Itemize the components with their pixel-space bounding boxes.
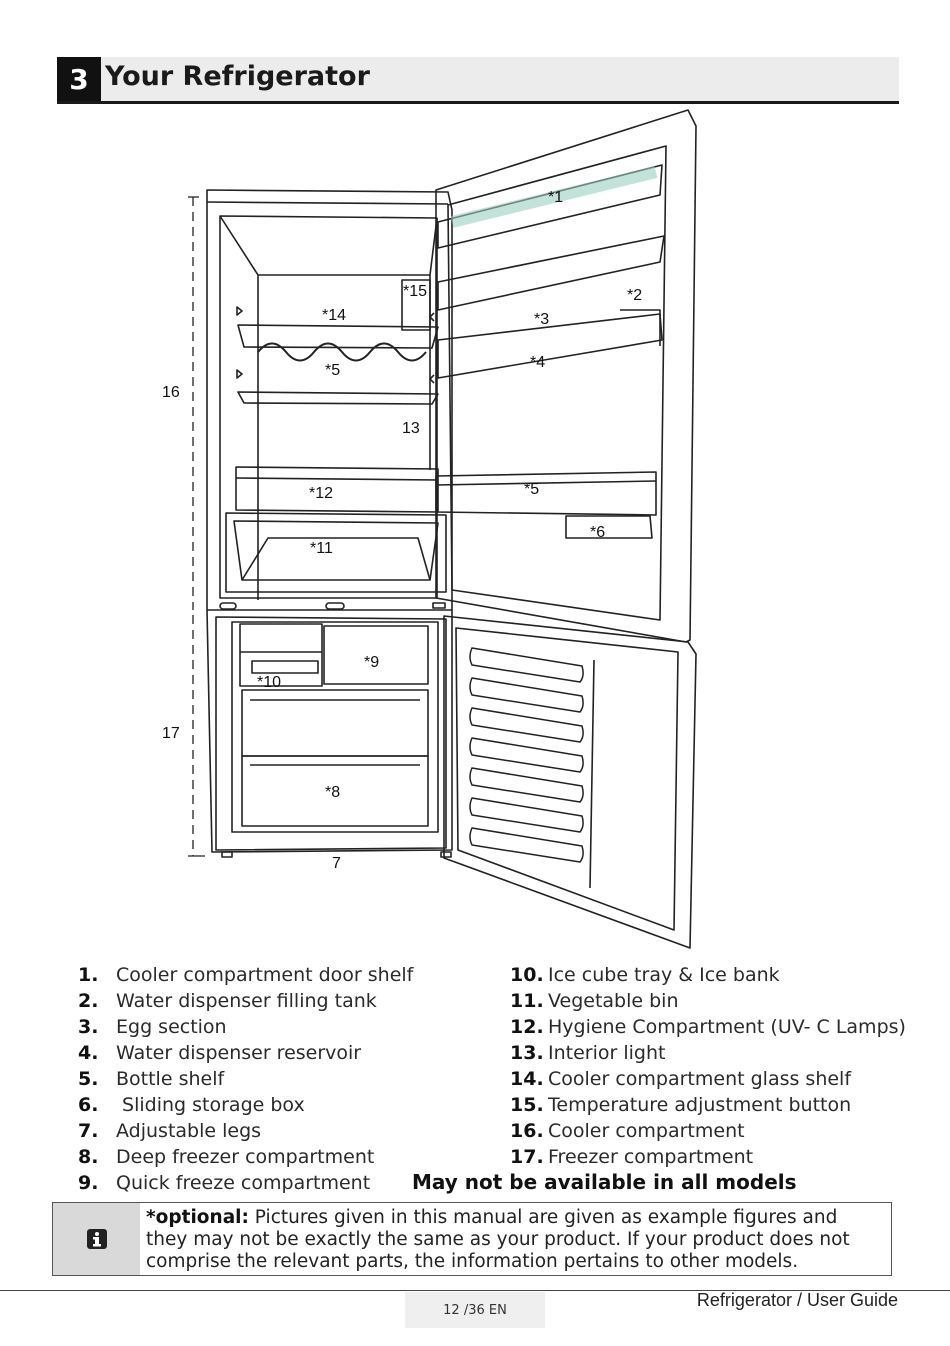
list-item: 16.Cooler compartment — [510, 1120, 745, 1142]
note-body: Pictures given in this manual are given … — [146, 1207, 850, 1272]
section-title: Your Refrigerator — [105, 61, 370, 92]
list-item: 4.Water dispenser reservoir — [78, 1042, 362, 1064]
label-9: *9 — [364, 654, 379, 671]
list-item: 5.Bottle shelf — [78, 1068, 225, 1090]
label-1: *1 — [548, 189, 563, 206]
section-header: 3 Your Refrigerator — [57, 57, 899, 104]
label-7: 7 — [332, 855, 341, 872]
list-item: 3.Egg section — [78, 1016, 227, 1038]
glass-shelf — [237, 324, 439, 349]
label-16: 16 — [162, 384, 180, 401]
bottle-shelf — [435, 471, 657, 516]
freezer-drawers — [231, 621, 439, 833]
freezer-interior — [215, 616, 447, 851]
info-icon — [86, 1229, 107, 1249]
egg-section — [437, 235, 665, 311]
list-item: 17.Freezer compartment — [510, 1146, 754, 1168]
label-5-door: *5 — [524, 481, 539, 498]
list-item: 14.Cooler compartment glass shelf — [510, 1068, 852, 1090]
document-name: Refrigerator / User Guide — [696, 1290, 898, 1310]
note-icon-cell — [53, 1203, 140, 1275]
interior-light-housing — [401, 279, 431, 331]
label-10: *10 — [257, 674, 281, 691]
list-item: 8.Deep freezer compartment — [78, 1146, 375, 1168]
list-item: 2.Water dispenser filling tank — [78, 990, 377, 1012]
label-3: *3 — [534, 311, 549, 328]
list-item: 1.Cooler compartment door shelf — [78, 964, 414, 986]
water-reservoir — [437, 313, 663, 379]
list-item: 7.Adjustable legs — [78, 1120, 262, 1142]
label-6: *6 — [590, 524, 605, 541]
label-5-shelf: *5 — [325, 362, 340, 379]
label-13: 13 — [402, 420, 420, 437]
page-number: 12 /36 EN — [405, 1292, 545, 1328]
ice-cube-tray — [239, 623, 323, 687]
cooler-door — [435, 109, 697, 643]
optional-note: *optional: Pictures given in this manual… — [52, 1202, 892, 1276]
label-17: 17 — [162, 725, 180, 742]
parts-list-left: 1.Cooler compartment door shelf 2.Water … — [78, 962, 413, 1196]
list-item: 13.Interior light — [510, 1042, 666, 1064]
availability-note: May not be available in all models — [412, 1170, 797, 1194]
freezer-drawer-lower — [241, 755, 429, 827]
list-item: 10.Ice cube tray & Ice bank — [510, 964, 780, 986]
refrigerator-illustration: *1 *2 *3 *4 *5 *5 *6 7 *8 *9 *10 *11 *12… — [162, 109, 697, 949]
label-15: *15 — [403, 283, 427, 300]
parts-list-right: 10.Ice cube tray & Ice bank 11.Vegetable… — [510, 962, 906, 1170]
label-4: *4 — [530, 354, 545, 371]
label-14: *14 — [322, 307, 346, 324]
freezer-door-bars — [469, 647, 584, 863]
freezer-door — [443, 615, 697, 949]
note-text: *optional: Pictures given in this manual… — [146, 1207, 876, 1273]
sliding-storage-box — [565, 515, 653, 539]
list-item: 9.Quick freeze compartment — [78, 1172, 371, 1194]
label-11: *11 — [310, 540, 333, 557]
vegetable-bin — [225, 512, 447, 593]
label-8: *8 — [325, 784, 340, 801]
hygiene-compartment — [235, 466, 439, 513]
list-item: 6. Sliding storage box — [78, 1094, 305, 1116]
quick-freeze-compartment — [323, 625, 429, 685]
footer-divider — [0, 1290, 950, 1291]
list-item: 11.Vegetable bin — [510, 990, 679, 1012]
label-12: *12 — [309, 485, 333, 502]
section-number: 3 — [57, 57, 101, 101]
note-label: *optional: — [146, 1207, 249, 1228]
label-2: *2 — [627, 287, 642, 304]
list-item: 12.Hygiene Compartment (UV- C Lamps) — [510, 1016, 906, 1038]
list-item: 15.Temperature adjustment button — [510, 1094, 852, 1116]
